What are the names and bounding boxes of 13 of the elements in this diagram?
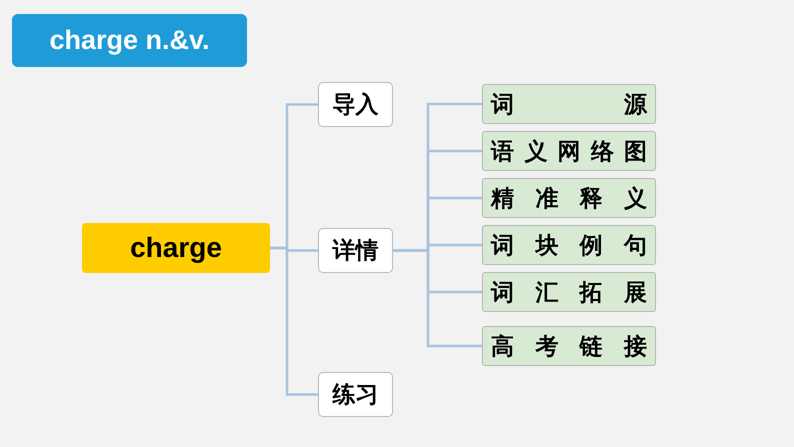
branch-box: 详情 [318, 228, 393, 273]
leaf-box: 词汇拓展 [482, 272, 656, 312]
leaf-box: 词源 [482, 84, 656, 124]
connector-line [270, 246, 318, 396]
connector-line [393, 249, 482, 348]
leaf-box: 词块例句 [482, 225, 656, 265]
leaf-box: 高考链接 [482, 326, 656, 366]
leaf-box: 精准释义 [482, 178, 656, 218]
branch-box: 导入 [318, 82, 393, 127]
topic-box: charge [82, 223, 270, 273]
leaf-box: 语义网络图 [482, 131, 656, 171]
branch-box: 练习 [318, 372, 393, 417]
title-banner: charge n.&v. [12, 14, 247, 67]
